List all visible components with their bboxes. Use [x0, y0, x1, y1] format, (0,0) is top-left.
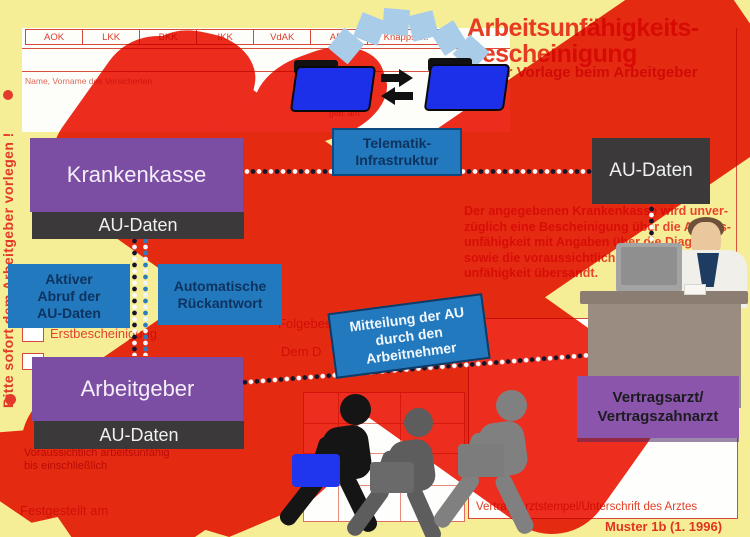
- form-line: [22, 48, 510, 49]
- dem-label-fragment: Dem D: [281, 344, 322, 359]
- monitor-icon: [616, 243, 682, 293]
- insurer-tab-ikk: IKK: [197, 30, 255, 44]
- insurer-tab-lkk: LKK: [83, 30, 141, 44]
- page-title: Arbeitsunfähigkeits- bescheinigung: [467, 14, 699, 68]
- erstbescheinigung-label: Erstbescheinigung: [50, 326, 157, 341]
- line-krankenkasse-arbeitgeber-black: [131, 238, 138, 356]
- worker-head: [404, 408, 433, 437]
- folder-icon: [422, 56, 511, 112]
- insurer-tab-aok: AOK: [26, 30, 84, 44]
- telematik-box: Telematik- Infrastruktur: [332, 128, 462, 176]
- worker-figure: [430, 388, 562, 537]
- rueckantwort-box: Automatische Rückantwort: [158, 264, 282, 325]
- muster-label: Muster 1b (1. 1996): [605, 519, 723, 534]
- transfer-arrows-icon: [381, 74, 399, 82]
- desk: [580, 291, 748, 304]
- briefcase-icon: [370, 462, 414, 493]
- arbeitgeber-au-daten-bar: AU-Daten: [34, 421, 244, 449]
- voraussichtlich-label: Voraussichtlich arbeitsunfähig bis einsc…: [24, 447, 170, 472]
- worker-leg: [492, 471, 537, 537]
- page-subtitle: zur Vorlage beim Arbeitgeber: [490, 64, 698, 81]
- data-packet-diamond-icon: [381, 7, 411, 37]
- papers-icon: [684, 284, 706, 295]
- insurer-tab-bkk: BKK: [140, 30, 198, 44]
- arbeitgeber-box: Arbeitgeber: [32, 357, 243, 421]
- festgestellt-label: Festgestellt am: [20, 503, 109, 518]
- insurer-tab-vdak: VdAK: [254, 30, 312, 44]
- line-krankenkasse-arbeitgeber-blue: [142, 238, 149, 356]
- vertragsarzt-box: Vertragsarzt/ Vertragszahnarzt: [577, 376, 739, 438]
- folder-icon: [288, 58, 377, 112]
- hole-punch: [3, 90, 13, 100]
- name-field-label: Name, Vorname des Versicherten: [25, 76, 153, 86]
- line-audaten-arzt: [648, 206, 655, 244]
- worker-head: [496, 390, 527, 421]
- briefcase-icon: [292, 454, 340, 487]
- arzt-au-daten-box: AU-Daten: [592, 138, 710, 204]
- krankenkasse-au-daten-bar: AU-Daten: [32, 212, 244, 239]
- briefcase-icon: [458, 444, 504, 477]
- aktiver-abruf-box: Aktiver Abruf der AU-Daten: [8, 264, 130, 328]
- krankenkasse-box: Krankenkasse: [30, 138, 243, 212]
